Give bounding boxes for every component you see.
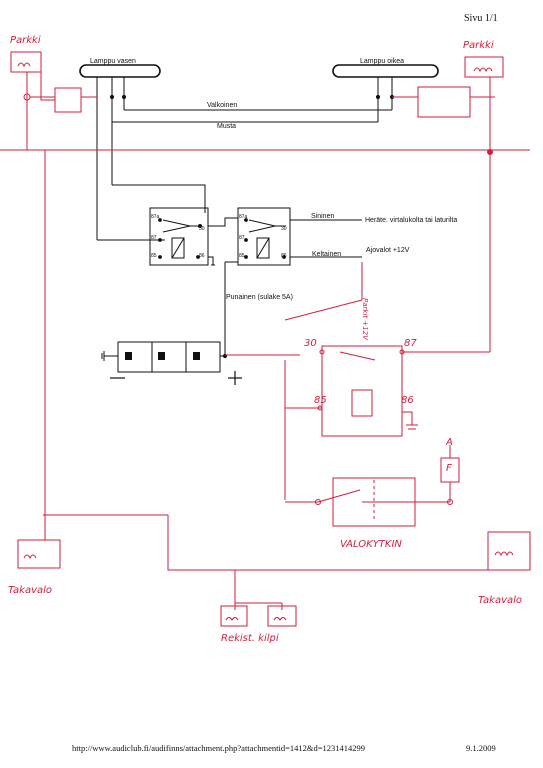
pin-85-label: 85 (314, 395, 327, 406)
relay-left-pin-86: 86 (199, 253, 205, 259)
headlights-note: Ajovalot +12V (366, 247, 410, 254)
relay-left-pin-85: 85 (151, 253, 157, 259)
tail-right-label: Takavalo (478, 595, 523, 606)
wire-black-label: Musta (217, 123, 237, 130)
fuse-label: F (446, 463, 452, 474)
plate-lamp-2 (267, 605, 297, 627)
relay-left-pin-30: 30 (199, 226, 205, 232)
parking-right-label: Parkki (463, 40, 494, 51)
page-number: Sivu 1/1 (464, 13, 498, 24)
light-switch-label: VALOKYTKIN (340, 539, 402, 550)
plate-label: Rekist. kilpi (221, 633, 279, 644)
lamp-right-label: Lamppu oikea (360, 58, 404, 65)
relay-right-pin-87: 87 (239, 235, 245, 241)
wire-yellow-label: Keltainen (312, 251, 342, 258)
relay-annotation: Parkit +12V (361, 298, 369, 340)
relay-hand (321, 345, 403, 437)
parking-left-label: Parkki (10, 35, 41, 46)
lamp-left-label: Lamppu vasen (90, 58, 136, 65)
tail-left-label: Takavalo (8, 585, 53, 596)
trigger-note: Heräte. virtalukolta tai laturilta (365, 217, 458, 224)
tail-light-right-sketch (487, 531, 531, 571)
fuse-amp-label: A (446, 437, 453, 448)
lamp-right (332, 64, 439, 78)
footer-date: 9.1.2009 (466, 743, 496, 753)
footer-url: http://www.audiclub.fi/audifinns/attachm… (72, 743, 366, 753)
relay-left-pin-87: 87 (151, 235, 157, 241)
relay-left-pin-87a: 87a (151, 214, 160, 220)
relay-right-pin-87a: 87a (239, 214, 248, 220)
relay-right (237, 207, 291, 266)
pin-86-label: 86 (401, 395, 414, 406)
tail-light-left-sketch (17, 539, 61, 569)
pin-30-label: 30 (304, 338, 317, 349)
relay-right-pin-85: 85 (239, 253, 245, 259)
wire-blue-label: Sininen (311, 213, 335, 220)
relay-left (149, 207, 209, 266)
pin-87-label: 87 (404, 338, 417, 349)
battery (117, 341, 221, 373)
parking-lamp-left-sketch (10, 51, 42, 73)
lamp-left (79, 64, 161, 78)
wire-red-fused-label: Punainen (sulake 5A) (226, 294, 293, 301)
parking-lamp-right-sketch (464, 56, 504, 78)
relay-right-pin-30: 30 (281, 226, 287, 232)
wire-white-label: Valkoinen (207, 102, 238, 109)
plate-lamp-1 (220, 605, 248, 627)
relay-right-pin-86: 86 (281, 253, 287, 259)
